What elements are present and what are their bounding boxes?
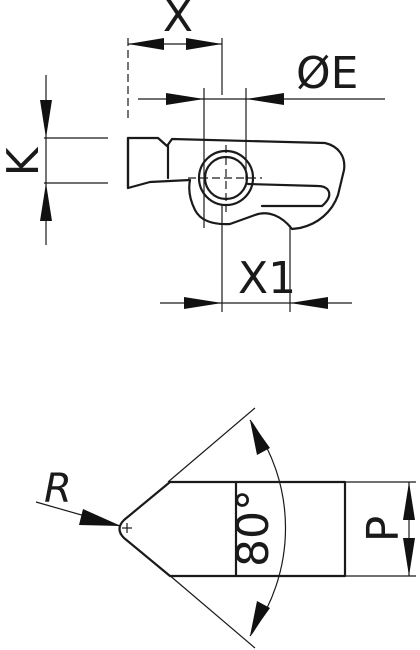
arrow-k-top — [40, 100, 52, 138]
dimension-radius: R — [35, 466, 121, 527]
angle-extension-lower — [167, 573, 256, 649]
clamp-slot — [246, 182, 331, 208]
insert-top-view: X ØE K — [0, 0, 385, 312]
dimension-p: P — [345, 481, 416, 577]
arrow-e-left — [166, 93, 204, 105]
label-p: P — [358, 516, 409, 543]
dimension-k: K — [0, 75, 108, 245]
arrow-angle-top — [250, 420, 270, 455]
label-diameter-e: ØE — [296, 48, 358, 99]
dimension-angle: 80° — [228, 419, 287, 637]
angle-extension-upper — [167, 407, 256, 483]
arrow-r — [79, 509, 121, 526]
label-x1: X1 — [238, 253, 296, 304]
arrow-x1-right — [290, 297, 328, 309]
arrow-x-right — [186, 38, 222, 50]
clamp-body — [126, 136, 346, 231]
label-angle: 80° — [228, 489, 279, 567]
dimension-x1: X1 — [160, 205, 352, 312]
arrow-e-right — [246, 93, 284, 105]
label-k: K — [0, 146, 49, 176]
arrow-x-left — [128, 38, 164, 50]
dimension-diameter-e: ØE — [138, 48, 385, 228]
insert-outline — [118, 480, 347, 578]
arrow-p-bottom — [403, 538, 415, 576]
label-r: R — [44, 466, 72, 512]
dimension-x: X — [127, 0, 223, 118]
arrow-p-top — [403, 482, 415, 520]
insert-tip-view: 80° R P — [35, 407, 416, 649]
clamp-outline — [126, 136, 346, 231]
arrow-angle-bottom — [250, 601, 270, 636]
arrow-k-bottom — [40, 183, 52, 221]
label-x: X — [163, 0, 193, 42]
arrow-x1-left — [184, 297, 222, 309]
